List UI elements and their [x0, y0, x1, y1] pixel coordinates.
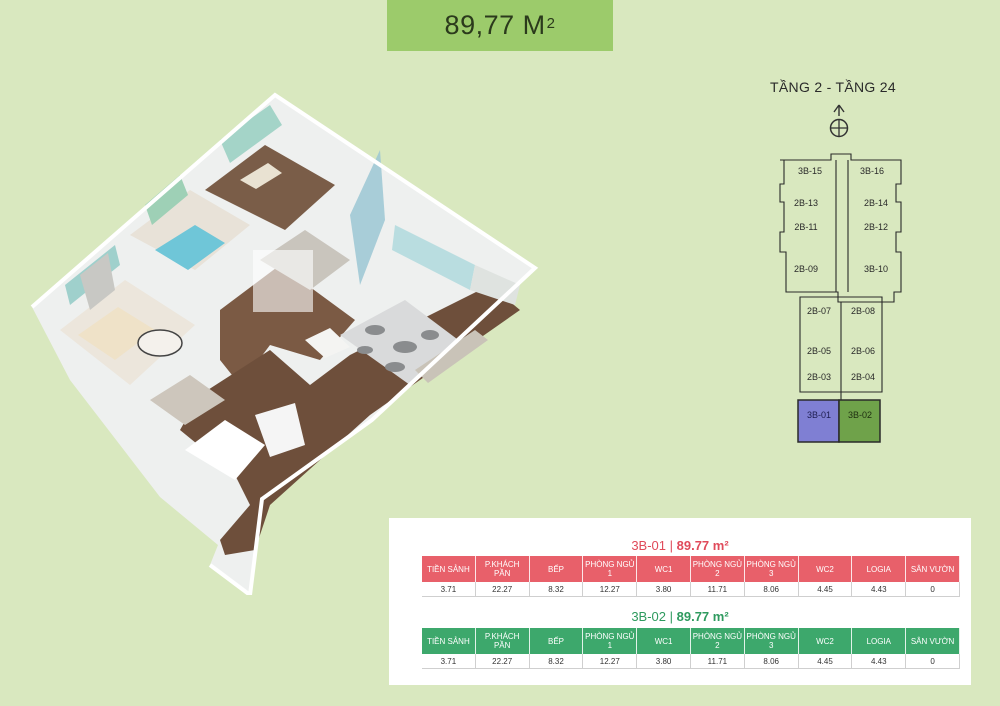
unit-label-2b-03: 2B-03 — [807, 372, 831, 382]
table-header-cell: SÂN VƯỜN — [906, 628, 960, 654]
unit-label-3b-10: 3B-10 — [864, 264, 888, 274]
unit-1-code: 3B-01 — [631, 538, 667, 553]
bedroom-3-desk — [240, 163, 282, 189]
unit-2-code: 3B-02 — [631, 609, 667, 624]
bedroom-3-window — [220, 105, 282, 163]
table-header-cell: PHÒNG NGỦ 1 — [583, 628, 638, 654]
table-value-cell: 22.27 — [475, 582, 530, 597]
unit-label-2b-04: 2B-04 — [851, 372, 875, 382]
bedroom-2-window — [145, 175, 188, 225]
unit-label-3b-16: 3B-16 — [860, 166, 884, 176]
table-value-cell: 8.32 — [529, 582, 584, 597]
table-value-cell: 12.27 — [583, 582, 638, 597]
table-header-cell: LOGIA — [852, 556, 907, 582]
bedroom-1-bed — [78, 307, 155, 360]
bathroom-1-wall — [253, 250, 313, 312]
rug-pattern — [357, 325, 439, 372]
unit-label-2b-12: 2B-12 — [864, 222, 888, 232]
area-title: 89,77 M — [444, 10, 546, 40]
floor-range-label: TẦNG 2 - TẦNG 24 — [770, 79, 896, 95]
table-header-cell: BẾP — [529, 556, 584, 582]
kitchen-counter — [185, 420, 265, 480]
bedroom-3-floor — [205, 145, 335, 230]
table-value-cell: 12.27 — [583, 654, 638, 669]
bedroom-2-bed — [155, 225, 225, 270]
table-value-cell: 8.06 — [744, 582, 799, 597]
unit-2-separator: | — [666, 609, 677, 624]
area-title-superscript: 2 — [546, 15, 556, 32]
table-value-cell: 22.27 — [475, 654, 530, 669]
table-value-cell: 4.45 — [798, 582, 853, 597]
table-value-cell: 11.71 — [690, 582, 745, 597]
unit-1-table: TIỀN SẢNH P.KHÁCH PẦN BẾP PHÒNG NGỦ 1 WC… — [422, 556, 960, 597]
table-header-cell: PHÒNG NGỦ 2 — [690, 556, 745, 582]
unit-label-2b-06: 2B-06 — [851, 346, 875, 356]
plan-walls — [30, 92, 539, 595]
unit-label-2b-14: 2B-14 — [864, 198, 888, 208]
table-value-cell: 8.32 — [529, 654, 584, 669]
unit-label-2b-11: 2B-11 — [794, 222, 817, 232]
balcony-glass — [392, 225, 475, 290]
table-header-cell: PHÒNG NGỦ 3 — [744, 628, 799, 654]
table-header-cell: SÂN VƯỜN — [906, 556, 960, 582]
dining-table — [305, 328, 350, 358]
table-header-cell: WC1 — [637, 556, 691, 582]
table-header-cell: WC2 — [798, 556, 853, 582]
bathroom-2-floor — [150, 375, 225, 425]
unit-label-2b-07: 2B-07 — [807, 306, 831, 316]
table-value-cell: 3.80 — [637, 654, 691, 669]
table-header-cell: TIỀN SẢNH — [422, 628, 476, 654]
table-header-cell: LOGIA — [852, 628, 907, 654]
unit-label-2b-09: 2B-09 — [794, 264, 818, 274]
unit-2-heading: 3B-02 | 89.77 m² — [389, 609, 971, 624]
area-tables-card: 3B-01 | 89.77 m² TIỀN SẢNH P.KHÁCH PẦN B… — [389, 518, 971, 685]
north-compass-icon — [829, 104, 849, 138]
table-value-cell: 3.71 — [422, 582, 476, 597]
table-value-cell: 0 — [906, 582, 960, 597]
living-sofa — [415, 330, 488, 383]
unit-label-3b-15: 3B-15 — [798, 166, 822, 176]
table-header-cell: WC2 — [798, 628, 853, 654]
unit-1-heading: 3B-01 | 89.77 m² — [389, 538, 971, 553]
floor-plan-illustration — [30, 92, 539, 595]
table-value-cell: 4.43 — [852, 582, 907, 597]
table-header-cell: WC1 — [637, 628, 691, 654]
table-header-cell: TIỀN SẢNH — [422, 556, 476, 582]
table-header-cell: BẾP — [529, 628, 584, 654]
bedroom-1-curtain — [80, 253, 115, 310]
unit-1-area: 89.77 m² — [676, 538, 729, 553]
unit-3b-02-highlight — [838, 399, 881, 443]
table-header-cell: PHÒNG NGỦ 2 — [690, 628, 745, 654]
glass-partition — [350, 150, 385, 285]
unit-label-2b-08: 2B-08 — [851, 306, 875, 316]
table-value-cell: 4.43 — [852, 654, 907, 669]
unit-2-area: 89.77 m² — [676, 609, 729, 624]
table-header-cell: PHÒNG NGỦ 3 — [744, 556, 799, 582]
unit-label-3b-02: 3B-02 — [848, 410, 872, 420]
building-key-plan: 3B-15 3B-16 2B-13 2B-14 2B-11 2B-12 2B-0… — [779, 153, 902, 443]
table-value-cell: 4.45 — [798, 654, 853, 669]
table-value-cell: 0 — [906, 654, 960, 669]
table-value-cell: 11.71 — [690, 654, 745, 669]
table-header-cell: P.KHÁCH PẦN — [475, 628, 530, 654]
unit-1-separator: | — [666, 538, 677, 553]
unit-label-3b-01: 3B-01 — [807, 410, 831, 420]
unit-label-2b-05: 2B-05 — [807, 346, 831, 356]
table-value-cell: 8.06 — [744, 654, 799, 669]
table-header-cell: PHÒNG NGỦ 1 — [583, 556, 638, 582]
unit-label-2b-13: 2B-13 — [794, 198, 818, 208]
bedroom-1-rug — [137, 329, 183, 357]
unit-3b-01-highlight — [797, 399, 840, 443]
table-value-cell: 3.80 — [637, 582, 691, 597]
kitchen-island — [255, 403, 305, 457]
table-value-cell: 3.71 — [422, 654, 476, 669]
unit-2-table: TIỀN SẢNH P.KHÁCH PẦN BẾP PHÒNG NGỦ 1 WC… — [422, 628, 960, 669]
table-header-cell: P.KHÁCH PẦN — [475, 556, 530, 582]
